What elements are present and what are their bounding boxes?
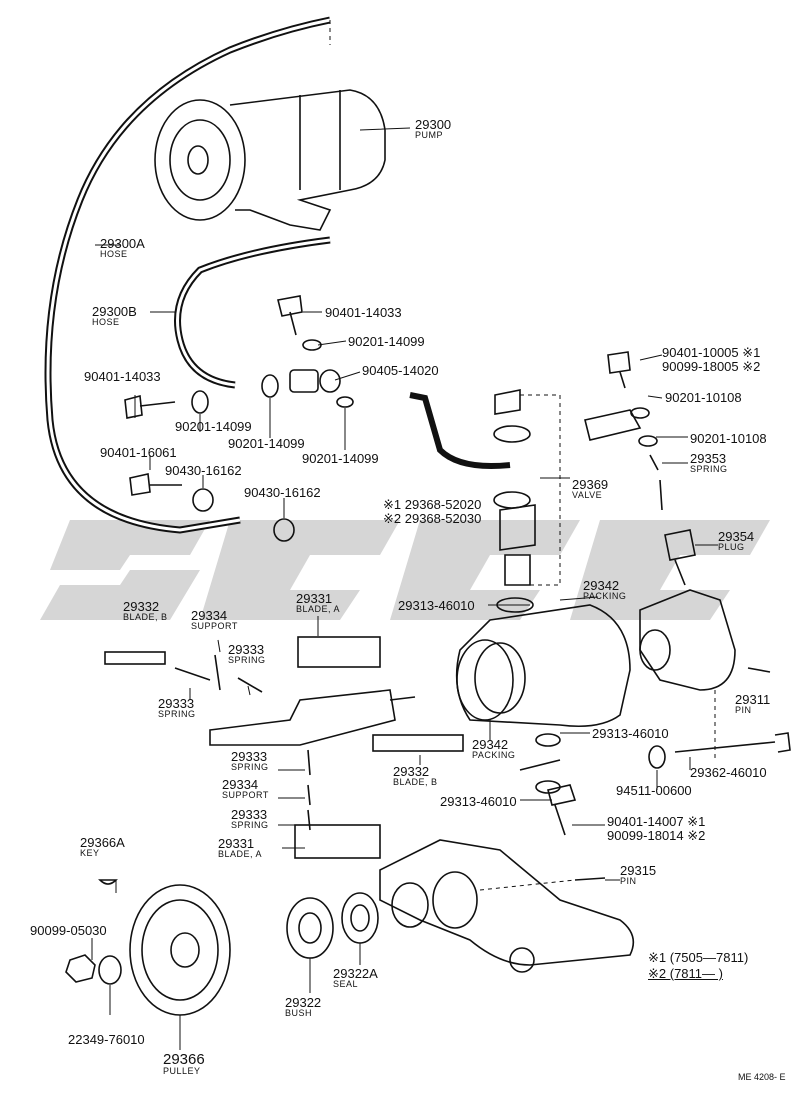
rotor-shaft [209,689,396,746]
blade-b-1 [104,651,166,665]
hose-29300a [44,16,331,534]
line-art [44,16,791,1050]
label-bolt-2: 90401-14033 [84,369,161,384]
label-bolt-4b: 90099-18005 ※2 [662,359,761,374]
label-oring-1: 29313-46010 [398,598,475,613]
rear-cover [639,589,736,691]
label-long-bolt: 29362-46010 [690,765,767,780]
label-gasket-8: 90201-10108 [690,431,767,446]
label-gasket-6: 90430-16162 [244,485,321,500]
watermark-logo [40,520,770,620]
note-serial-1: ※1 (7505—7811) [648,950,749,965]
figure-code: ME 4208- E [738,1072,786,1082]
label-gasket-2: 90201-14099 [175,419,252,434]
label-gasket-4: 90201-14099 [302,451,379,466]
plug-29354 [664,529,696,586]
pump-body [229,89,386,231]
pulley [129,884,231,1016]
label-gasket-3: 90201-14099 [228,436,305,451]
label-valve-b: ※2 29368-52030 [383,511,482,526]
label-gasket-5: 90430-16162 [165,463,242,478]
pump-housing [455,604,631,728]
packing-ring [456,639,514,721]
label-nut: 90099-05030 [30,923,107,938]
label-bolt-4a: 90401-10005 ※1 [662,345,761,360]
pump-pulley [154,99,246,221]
mounting-bracket [379,839,635,966]
label-bolt-1: 90401-14033 [325,305,402,320]
label-oring-2: 29313-46010 [592,726,669,741]
label-bolt-6b: 90099-18014 ※2 [607,828,706,843]
bush [286,897,334,959]
label-oring-3: 29313-46010 [440,794,517,809]
label-union: 90405-14020 [362,363,439,378]
label-bolt-6a: 90401-14007 ※1 [607,814,706,829]
blade-b-2 [372,734,464,752]
blade-a-1 [297,636,381,668]
label-valve-a: ※1 29368-52020 [383,497,482,512]
label-washer: 94511-00600 [616,783,692,798]
label-gasket-7: 90201-10108 [665,390,742,405]
label-gasket-1: 90201-14099 [348,334,425,349]
label-lockwasher: 22349-76010 [68,1032,145,1047]
label-bolt-3: 90401-16061 [100,445,177,460]
blade-a-2 [294,824,381,859]
seal [341,892,379,944]
note-serial-2: ※2 (7811— ) [648,966,723,981]
